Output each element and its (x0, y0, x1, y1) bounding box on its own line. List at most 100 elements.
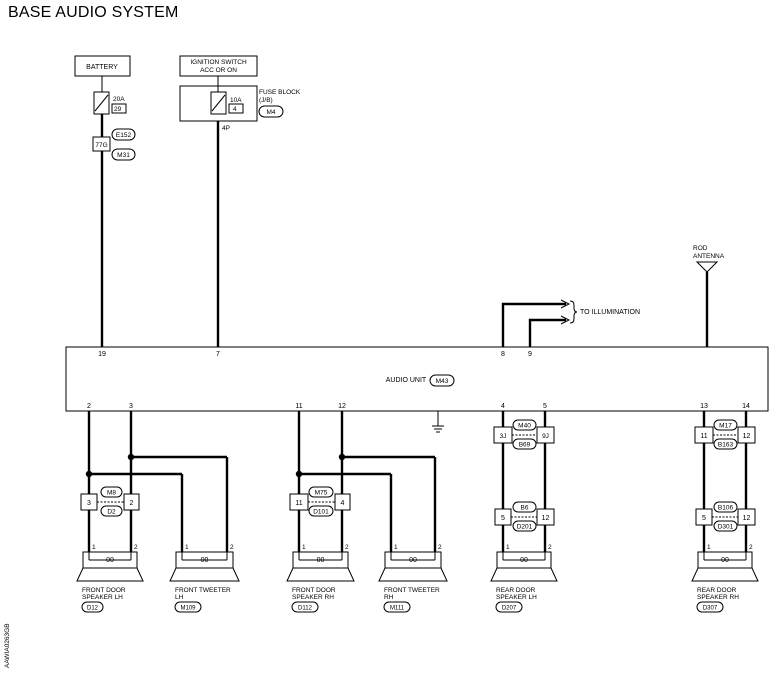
connector-b106 (713, 501, 738, 513)
antenna-label-1: ROD (693, 245, 708, 252)
fuse-20a-num: 29 (114, 106, 122, 113)
speaker-cone-icon (286, 567, 355, 582)
speaker-name-line-2: RH (384, 594, 394, 601)
speaker-pin-2: 2 (438, 544, 442, 551)
junction-rear-lh-bot-pin-b: 12 (542, 515, 550, 522)
speaker-connector (291, 601, 319, 613)
pin-19: 19 (98, 351, 106, 358)
ignition-label-1: IGNITION SWITCH (190, 59, 247, 66)
speaker-pin-2: 2 (230, 544, 234, 551)
speaker-pin-1: 1 (707, 544, 711, 551)
connector-e152-label: E152 (116, 132, 132, 139)
speaker-name-line-2: SPEAKER RH (292, 594, 334, 601)
junction-rear-rh-top-pin-a: 11 (700, 433, 707, 440)
connector-m17-label: M17 (719, 423, 732, 430)
speaker-connector (696, 601, 724, 613)
speaker-connector (81, 601, 104, 613)
connector-m8 (100, 486, 123, 498)
junction-lh-pin-a: 3 (87, 500, 91, 507)
connector-m75 (308, 486, 334, 498)
pin-14: 14 (742, 403, 750, 410)
speaker-pin-2: 2 (749, 544, 753, 551)
junction-rear-rh-bot-pin-b: 12 (743, 515, 751, 522)
audio-unit-label: AUDIO UNIT (386, 377, 427, 384)
battery-label: BATTERY (86, 64, 118, 71)
connector-e152 (111, 128, 136, 141)
audio-unit-box (65, 346, 769, 412)
ground-icon (432, 411, 444, 433)
speaker-connector-label: D207 (502, 606, 517, 612)
speaker-pin-1: 1 (92, 544, 96, 551)
connector-m40-label: M40 (518, 423, 531, 430)
pin-3: 3 (129, 403, 133, 410)
connector-d201 (512, 520, 537, 532)
speaker-name-line-1: FRONT TWEETER (384, 587, 440, 594)
junction-rh-pin-b: 4 (341, 500, 345, 507)
pin-8: 8 (501, 351, 505, 358)
pin-7: 7 (216, 351, 220, 358)
connector-d101-label: D101 (313, 509, 329, 516)
fuse-block-pin: 4P (222, 125, 230, 132)
connector-m75-label: M75 (315, 490, 328, 497)
speaker-connector (495, 601, 523, 613)
connector-b163 (713, 438, 738, 450)
speaker-connector (174, 601, 202, 613)
speaker-name-line-2: SPEAKER RH (697, 594, 739, 601)
speaker-connector (383, 601, 411, 613)
junction-rear-lh-top-pin-b: 9J (542, 433, 549, 440)
junction-rear-lh-bot-pin-a: 5 (501, 515, 505, 522)
speaker-pin-2: 2 (345, 544, 349, 551)
speaker-name-line-1: FRONT DOOR (82, 587, 126, 594)
speaker-name-line-1: REAR DOOR (496, 587, 536, 594)
speaker-pin-1: 1 (394, 544, 398, 551)
speaker-cone-icon (76, 567, 144, 582)
speaker-connector-label: M109 (180, 606, 196, 612)
speaker-connector-label: M111 (390, 606, 405, 612)
junction-rh-pin-a: 11 (295, 500, 302, 507)
connector-b6 (512, 501, 537, 513)
pin-12: 12 (338, 403, 346, 410)
speaker-pin-2: 2 (134, 544, 138, 551)
antenna-icon (695, 261, 719, 273)
connector-m40 (512, 419, 537, 431)
speaker-name-line-1: FRONT DOOR (292, 587, 336, 594)
pin-2: 2 (87, 403, 91, 410)
speaker-pin-1: 1 (506, 544, 510, 551)
pin-13: 13 (700, 403, 708, 410)
speaker-coil-icon: 00 (106, 557, 114, 564)
connector-d301 (713, 520, 738, 532)
speaker-name-line-1: FRONT TWEETER (175, 587, 231, 594)
fuse-10a-num: 4 (233, 106, 237, 113)
speaker-name-line-2: SPEAKER LH (82, 594, 123, 601)
connector-b106-label: B106 (718, 505, 734, 512)
connector-77g-label: 77G (95, 142, 107, 149)
connector-d2 (100, 505, 123, 517)
side-code: AAWIA0263GB (4, 623, 11, 668)
speaker-coil-icon: 00 (409, 557, 417, 564)
junction-rear-rh-bot-pin-a: 5 (702, 515, 706, 522)
speaker-connector-label: D12 (87, 606, 99, 612)
connector-b6-label: B6 (521, 505, 529, 512)
connector-m17 (713, 419, 738, 431)
connector-d201-label: D201 (517, 524, 533, 531)
fuse-20a-amp: 20A (113, 96, 125, 103)
speaker-name-line-2: LH (175, 594, 184, 601)
connector-m31 (111, 148, 136, 161)
connector-b69 (512, 438, 537, 450)
illumination-brace (569, 300, 578, 324)
speaker-name-line-1: REAR DOOR (697, 587, 737, 594)
illumination-label: TO ILLUMINATION (580, 309, 640, 316)
junction-rear-lh-top-pin-a: 3J (500, 433, 507, 440)
connector-m4 (258, 105, 284, 118)
pin-9: 9 (528, 351, 532, 358)
speaker-cone-icon (490, 567, 558, 582)
connector-d101 (308, 505, 334, 517)
antenna-label-2: ANTENNA (693, 253, 725, 260)
speaker-pin-2: 2 (548, 544, 552, 551)
